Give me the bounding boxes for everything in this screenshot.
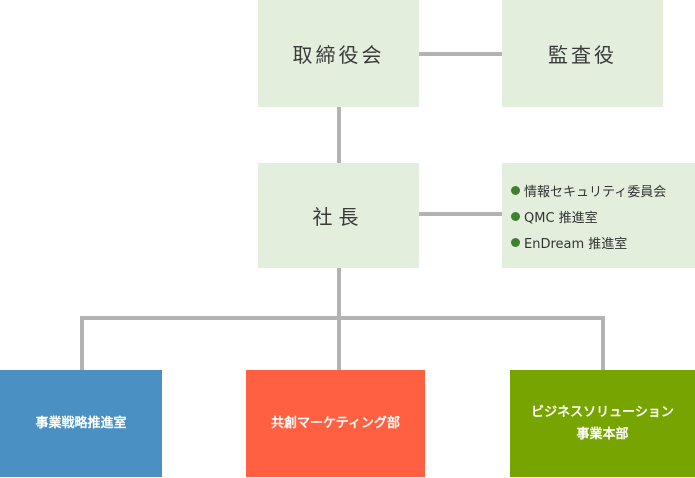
department-box-strategy: 事業戦略推進室	[0, 370, 162, 477]
auditor-label: 監査役	[548, 43, 617, 67]
department-label: 事業戦略推進室	[35, 415, 127, 431]
bullet-icon	[511, 185, 520, 195]
department-box-business-solution: ビジネスソリューション 事業本部	[510, 370, 695, 477]
committee-item: 情報セキュリティ委員会	[511, 177, 695, 203]
connector-president-trunk	[337, 268, 341, 318]
bullet-icon	[511, 211, 520, 221]
connector-drop-left	[80, 316, 84, 371]
committee-label: EnDream 推進室	[524, 236, 628, 252]
committees-box: 情報セキュリティ委員会 QMC 推進室 EnDream 推進室	[502, 163, 695, 268]
department-label: 共創マーケティング部	[271, 415, 400, 431]
board-of-directors-box: 取締役会	[258, 0, 419, 107]
department-label-line2: 事業本部	[576, 426, 629, 442]
auditor-box: 監査役	[502, 0, 663, 107]
connector-horizontal-bus	[80, 316, 605, 320]
president-label: 社長	[312, 205, 365, 229]
committee-label: 情報セキュリティ委員会	[524, 184, 667, 200]
board-of-directors-label: 取締役会	[292, 43, 385, 67]
department-box-marketing: 共創マーケティング部	[246, 370, 425, 477]
connector-drop-center	[337, 316, 341, 371]
connector-president-committees	[419, 212, 503, 216]
committee-item: QMC 推進室	[511, 203, 695, 229]
connector-drop-right	[601, 316, 605, 371]
connector-board-auditor	[419, 52, 503, 56]
department-label-line1: ビジネスソリューション	[531, 404, 674, 420]
connector-board-president	[337, 107, 341, 163]
committee-item: EnDream 推進室	[511, 229, 695, 255]
bullet-icon	[511, 237, 520, 247]
committee-label: QMC 推進室	[524, 210, 598, 226]
president-box: 社長	[258, 163, 419, 268]
